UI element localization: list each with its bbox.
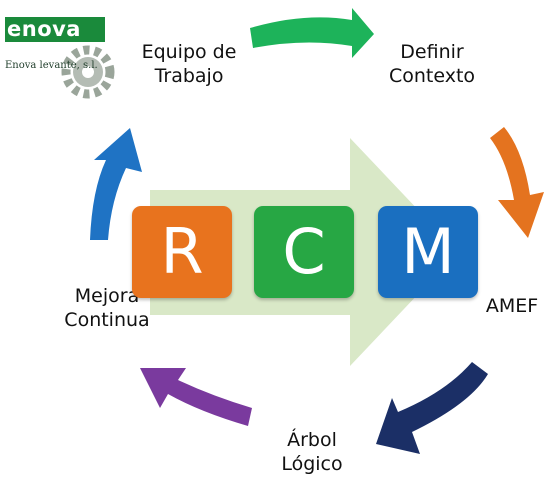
- rcm-tile-c: C: [254, 206, 354, 298]
- stage-definir-contexto: Definir Contexto: [378, 40, 486, 88]
- stage-equipo-line-1: Equipo de: [141, 41, 237, 63]
- stage-equipo-line-2: Trabajo: [154, 65, 224, 87]
- rcm-tile-m: M: [378, 206, 478, 298]
- arrow-amef-to-arbol: [376, 362, 488, 454]
- arrow-mejora-to-equipo: [90, 128, 142, 240]
- stage-arbol-line-1: Árbol: [287, 429, 337, 451]
- stage-equipo-de-trabajo: Equipo de Trabajo: [133, 40, 245, 88]
- rcm-tile-r: R: [132, 206, 232, 298]
- logo-wordmark: enova: [5, 17, 105, 42]
- stage-arbol-logico: Árbol Lógico: [262, 428, 362, 476]
- stage-mejora-line-1: Mejora: [74, 285, 140, 307]
- stage-arbol-line-2: Lógico: [281, 453, 343, 475]
- arrow-arbol-to-mejora: [140, 368, 252, 426]
- logo-tagline: Enova levante, s.l.: [5, 60, 98, 71]
- stage-definir-line-1: Definir: [400, 41, 464, 63]
- stage-mejora-line-2: Continua: [64, 309, 150, 331]
- logo-gear-icon: [61, 45, 115, 99]
- arrow-definir-to-amef: [490, 127, 544, 238]
- arrow-equipo-to-definir: [250, 8, 374, 58]
- stage-amef-line-1: AMEF: [485, 295, 539, 317]
- stage-amef: AMEF: [476, 294, 548, 318]
- stage-definir-line-2: Contexto: [388, 65, 476, 87]
- stage-mejora-continua: Mejora Continua: [56, 284, 158, 332]
